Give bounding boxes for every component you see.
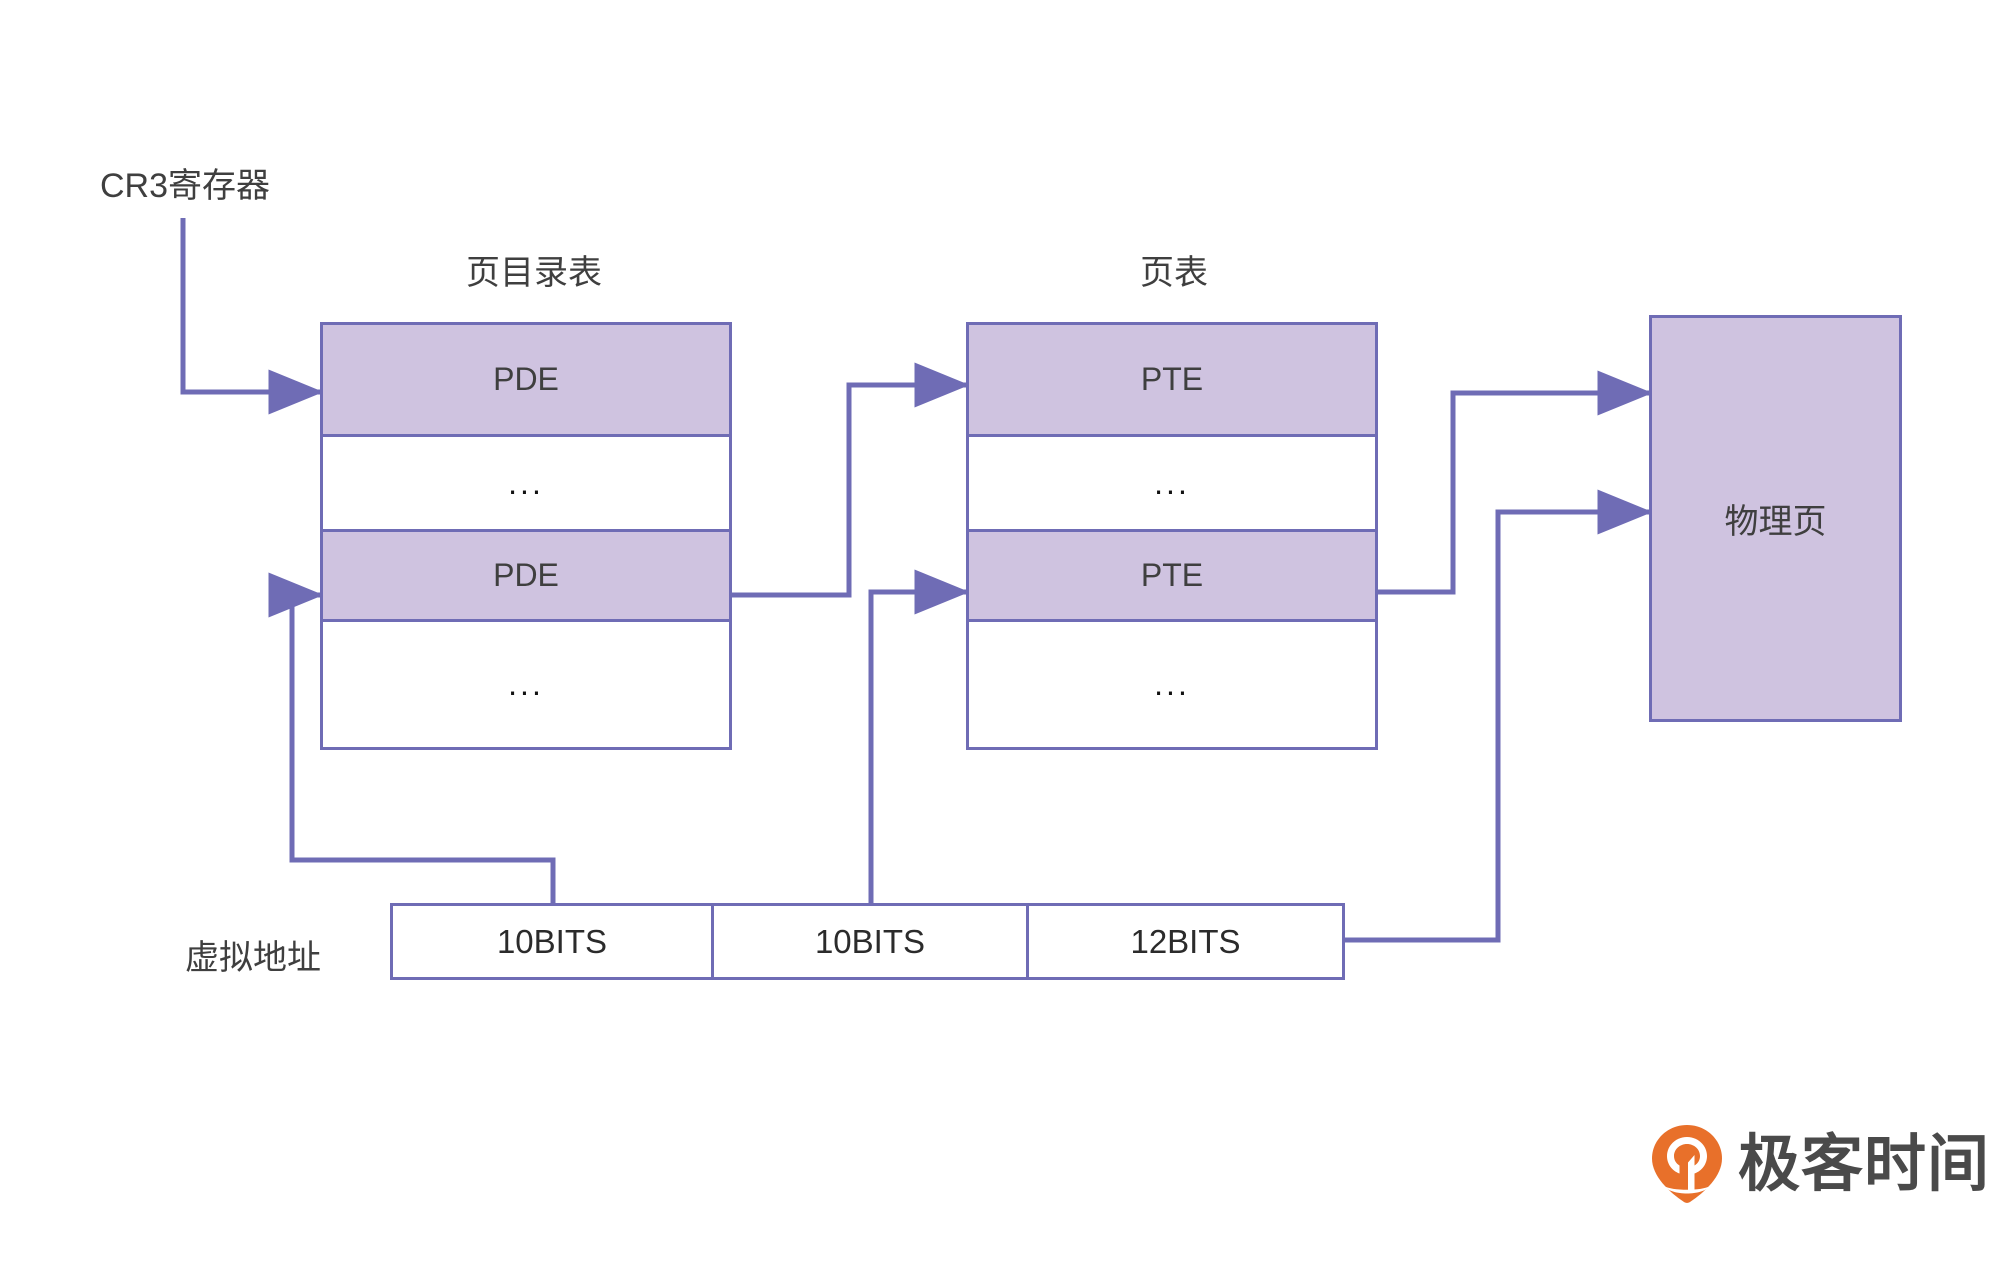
physical-page-box[interactable]: 物理页 xyxy=(1649,315,1902,722)
table-row[interactable]: PDE xyxy=(323,532,729,622)
cell-label: PTE xyxy=(1140,361,1204,397)
cell-label: PDE xyxy=(493,361,559,397)
va-field-table-index[interactable]: 10BITS xyxy=(710,906,1026,977)
va-field-dir-index[interactable]: 10BITS xyxy=(393,906,711,977)
geektime-logo-text: 极客时间 xyxy=(1738,1127,1991,1200)
table-row[interactable]: PTE xyxy=(969,532,1375,622)
page-table: PTE ... PTE ... xyxy=(966,322,1378,750)
va-field-offset[interactable]: 12BITS xyxy=(1026,906,1342,977)
page-directory-table: PDE ... PDE ... xyxy=(320,322,732,750)
cr3-register-label: CR3寄存器 xyxy=(100,167,271,205)
wire-cr3-to-pde1 xyxy=(180,218,324,415)
page-directory-table-title: 页目录表 xyxy=(466,254,602,292)
cell-label: ... xyxy=(508,666,544,702)
virtual-address-label: 虚拟地址 xyxy=(185,939,321,977)
wire-pde2-to-pte1 xyxy=(731,362,970,598)
wire-va2-to-pte2 xyxy=(868,569,970,903)
table-row[interactable]: PDE xyxy=(323,325,729,437)
table-row[interactable]: PTE xyxy=(969,325,1375,437)
page-table-title: 页表 xyxy=(1140,254,1208,292)
table-row[interactable]: ... xyxy=(323,437,729,532)
table-row[interactable]: ... xyxy=(969,437,1375,532)
cell-label: ... xyxy=(1154,464,1190,501)
wire-pte2-to-page xyxy=(1377,370,1653,595)
geektime-logo: 极客时间 xyxy=(1650,1124,1990,1204)
cell-label: ... xyxy=(1154,666,1190,702)
cell-label: PDE xyxy=(493,557,559,593)
va-field-label: 12BITS xyxy=(1130,922,1241,960)
geektime-pin-icon xyxy=(1650,1124,1724,1204)
wire-va1-to-pde2 xyxy=(268,572,556,903)
physical-page-label: 物理页 xyxy=(1724,503,1827,541)
virtual-address-box: 10BITS 10BITS 12BITS xyxy=(390,903,1345,980)
table-row[interactable]: ... xyxy=(323,622,729,747)
wire-va3-to-page xyxy=(1345,489,1653,943)
cell-label: ... xyxy=(508,464,544,501)
va-field-label: 10BITS xyxy=(496,922,608,960)
table-row[interactable]: ... xyxy=(969,622,1375,747)
cell-label: PTE xyxy=(1140,557,1204,593)
va-field-label: 10BITS xyxy=(814,922,926,960)
